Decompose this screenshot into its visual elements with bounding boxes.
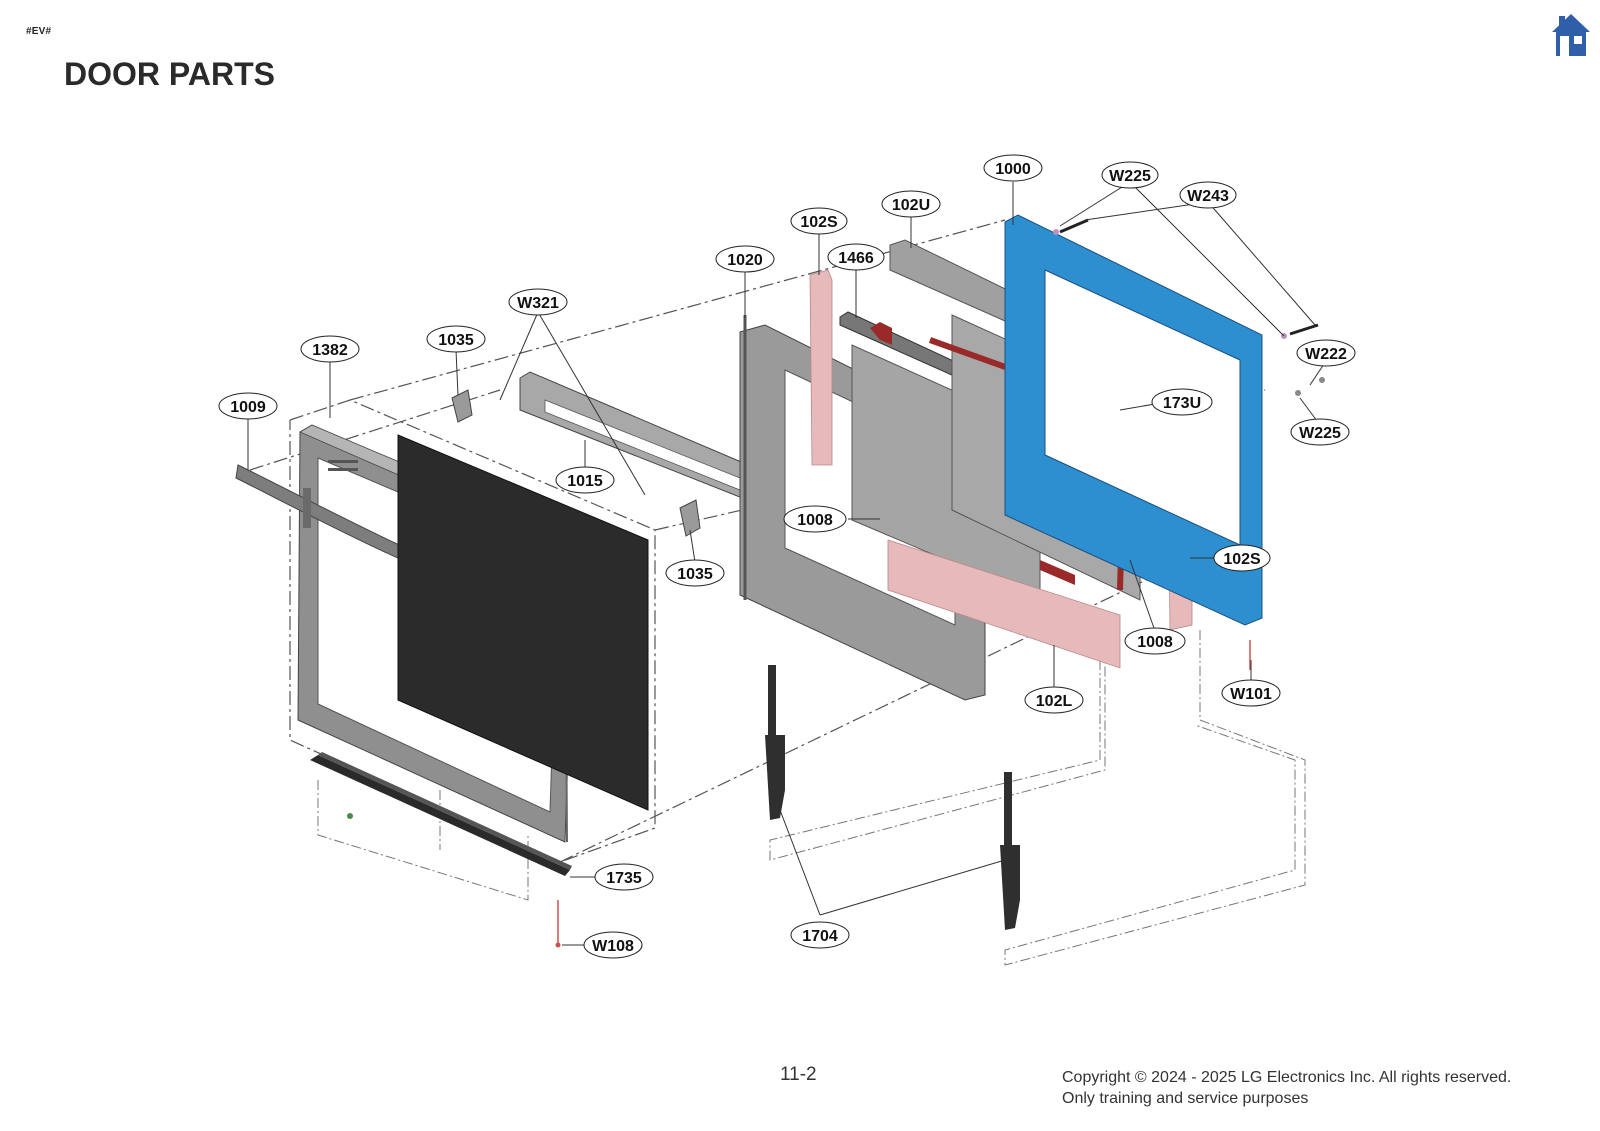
callout: 1035 xyxy=(665,559,725,587)
callout-label: W101 xyxy=(1230,686,1272,703)
callout-label: 173U xyxy=(1163,395,1201,412)
model-tag: #EV# xyxy=(26,26,52,37)
callout-label: W321 xyxy=(517,295,559,312)
callout: W222 xyxy=(1296,339,1356,367)
callout: 1382 xyxy=(300,335,360,363)
callout-label: 1035 xyxy=(438,332,474,349)
door-hinges-1704 xyxy=(765,665,1020,930)
callout: 102U xyxy=(881,190,941,218)
callout-label: 1704 xyxy=(802,928,838,945)
callout: W108 xyxy=(583,931,643,959)
callout-label: W108 xyxy=(592,938,634,955)
callout-label: W243 xyxy=(1187,188,1229,205)
leader-lines xyxy=(247,181,1327,946)
home-icon xyxy=(1552,14,1590,56)
insulation-102S-left xyxy=(809,269,833,466)
callout: 102S xyxy=(790,207,848,235)
callout: W225 xyxy=(1290,418,1350,446)
callout-label: 102L xyxy=(1036,693,1073,710)
callout-label: 1382 xyxy=(312,342,348,359)
callout-label: 1035 xyxy=(677,566,713,583)
callout-label: W225 xyxy=(1109,168,1151,185)
callout: W101 xyxy=(1221,679,1281,707)
home-button[interactable] xyxy=(1550,12,1592,58)
callout-label: 1008 xyxy=(1137,634,1173,651)
door-liner-1000 xyxy=(1004,214,1263,626)
callout-label: 1008 xyxy=(797,512,833,529)
callout: 1704 xyxy=(790,921,850,949)
callout: W243 xyxy=(1179,181,1237,209)
callout: W321 xyxy=(508,288,568,316)
callout-label: 1466 xyxy=(838,250,874,267)
vent-duct-1015 xyxy=(519,371,761,506)
callout: 1008 xyxy=(1124,627,1186,655)
callout: 1008 xyxy=(783,505,847,533)
callout: 173U xyxy=(1151,388,1213,416)
screws xyxy=(1053,218,1325,670)
callout: 1035 xyxy=(426,325,486,353)
page-title: DOOR PARTS xyxy=(64,56,275,92)
callout-label: 1009 xyxy=(230,399,266,416)
callout: 1015 xyxy=(555,466,615,494)
callout-label: 102S xyxy=(1223,551,1261,568)
callout: 1000 xyxy=(983,154,1043,182)
callout-label: 102U xyxy=(892,197,930,214)
hinge-brackets-1035 xyxy=(451,389,701,537)
callout-label: 1000 xyxy=(995,161,1031,178)
callout: 102S xyxy=(1213,544,1271,572)
callout-label: W225 xyxy=(1299,425,1341,442)
bottom-trim-1735 xyxy=(310,752,572,948)
door-glass-panel xyxy=(397,434,649,811)
callout-label: 1020 xyxy=(727,252,763,269)
insulation-102L xyxy=(887,539,1121,669)
copyright-line: Copyright © 2024 - 2025 LG Electronics I… xyxy=(1062,1069,1512,1086)
callout-label: 1015 xyxy=(567,473,603,490)
callout-label: 1735 xyxy=(606,870,642,887)
callout: 1735 xyxy=(594,863,654,891)
callout: W225 xyxy=(1101,161,1159,189)
callout: 1009 xyxy=(218,392,278,420)
callout-label: 102S xyxy=(800,214,838,231)
usage-note: Only training and service purposes xyxy=(1062,1090,1309,1107)
callout-label: W222 xyxy=(1305,346,1347,363)
callout: 102L xyxy=(1024,686,1084,714)
callouts: 1000 W225 W243 102U 102S 1466 1020 W321 … xyxy=(218,154,1356,959)
page-number: 11-2 xyxy=(780,1064,817,1085)
callout: 1466 xyxy=(827,243,885,271)
copyright: Copyright © 2024 - 2025 LG Electronics I… xyxy=(1062,1067,1511,1109)
callout: 1020 xyxy=(715,245,775,273)
